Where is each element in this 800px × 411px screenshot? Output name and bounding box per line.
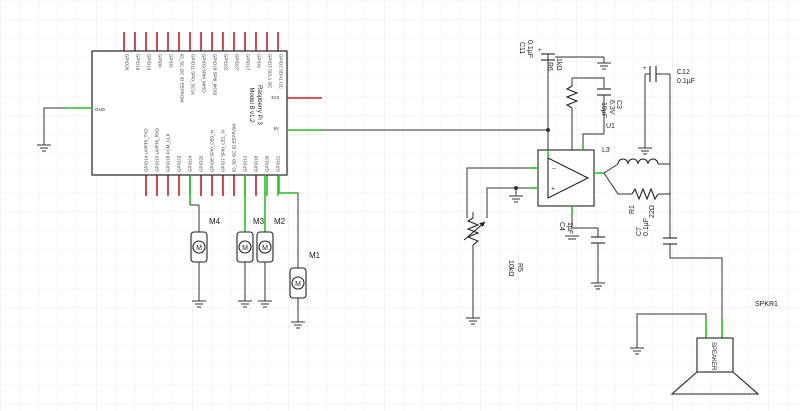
u1-name: U1 [606, 123, 615, 130]
pi-top-pin-label: GPIO6 [158, 54, 163, 68]
pi-model-label: Raspberry Pi 3 [256, 85, 262, 125]
speaker-body-label: SPEAKER [710, 342, 716, 371]
capacitor-c11[interactable]: + C11 0.1µF [518, 40, 611, 100]
c3-name: C3 [615, 100, 622, 109]
pi-top-pin-label: GPIO17 [246, 54, 251, 71]
r5-value: 10kΩ [507, 260, 514, 277]
c7-name: C7 [636, 227, 643, 236]
svg-text:+: + [538, 48, 542, 54]
pi-3v3-pin-label: 3V3 [271, 95, 280, 100]
capacitor-c3[interactable]: C3 6.3V 10µF [582, 88, 622, 150]
motor-m2[interactable]: M M2 [256, 175, 286, 308]
resistor-r1[interactable]: R1 22Ω [603, 172, 670, 218]
motor-m1-glyph: M [295, 281, 301, 288]
svg-text:+: + [551, 186, 555, 193]
c3-extra: 6.3V [608, 100, 615, 115]
motor-m1-label: M1 [309, 251, 321, 260]
c7-value: 0.1µF [643, 218, 650, 236]
r6-value: 1kΩ [555, 58, 562, 71]
motor-m4[interactable]: M M4 [189, 175, 221, 308]
r6-name: R6 [546, 62, 553, 71]
motor-m3[interactable]: M M3 [236, 175, 265, 308]
pi-bottom-pin-labels: GPIO14 UART0_TXD GPIO15 UART0_RXD GPIO18 P… [144, 124, 281, 172]
pi-bottom-pin-label: GPIO24 [188, 155, 193, 172]
pi-bottom-pin-label: GPIO23 [177, 155, 182, 172]
pi-top-pin-label: GPIO22 [224, 54, 229, 71]
motor-m3-label: M3 [253, 217, 265, 226]
pi-bottom-pin-label: GPIO25 [199, 155, 204, 172]
r1-value: 22Ω [649, 205, 656, 218]
motor-m2-label: M2 [274, 217, 286, 226]
potentiometer-r5[interactable]: R5 10kΩ [463, 212, 523, 325]
pi-top-pin-label: GPIO3 SCL1 I2C [268, 54, 273, 89]
pi-top-pin-label: GPIO10 SPI0_MOSI [213, 54, 218, 95]
pi-board-outline [91, 50, 288, 176]
pi-top-pin-label: GPIO19 [136, 54, 141, 71]
pi-bottom-pin-label: GPIO18 PCM_CLK [166, 133, 171, 172]
raspberry-pi[interactable]: GPIO26 GPIO19 GPIO13 GPIO6 GPIO5 ID_SC I2C ID… [91, 32, 322, 196]
pi-top-pin-labels: GPIO26 GPIO19 GPIO13 GPIO6 GPIO5 ID_SC I2C ID… [125, 54, 284, 102]
capacitor-c7[interactable]: C7 0.1µF [636, 73, 723, 318]
r1-name: R1 [629, 205, 636, 214]
amplifier-u1[interactable]: − + U1 [529, 123, 615, 214]
pi-top-pin-label: ID_SC I2C ID EEPROM [180, 54, 185, 102]
c12-name: C12 [677, 69, 690, 76]
capacitor-c12[interactable]: + C12 0.1µF [638, 66, 695, 155]
svg-text:−: − [552, 166, 556, 173]
pi-bottom-pin-label: GPIO12 [243, 155, 248, 172]
svg-text:+: + [643, 66, 647, 72]
pi-top-pin-label: GPIO27 [235, 54, 240, 71]
pi-gnd-pin-label: GND [95, 107, 106, 112]
pi-bottom-pin-label: GPIO16 [254, 155, 259, 172]
amplifier-input-net [466, 167, 529, 218]
pi-bottom-pin-label: GPIO21 [276, 155, 281, 172]
pi-gnd-net [43, 107, 92, 145]
pi-bottom-pin-label: GPIO15 UART0_RXD [155, 127, 160, 172]
pi-top-pin-label: GPIO13 [147, 54, 152, 71]
motor-m4-glyph: M [196, 245, 202, 252]
pi-top-pin-label: GPIO11 SPI0_SCLK [191, 54, 196, 95]
c12-value: 0.1µF [677, 78, 695, 85]
pi-top-pin-label: GPIO9 SPI0_MISO [202, 54, 207, 93]
ground-symbol [37, 144, 51, 152]
pi-bottom-pin-label: GPIO14 UART0_TXD [144, 128, 149, 172]
inductor-l3[interactable]: L3 [602, 147, 670, 174]
motor-m1[interactable]: M M1 [278, 175, 321, 329]
r5-name: R5 [516, 263, 523, 272]
pi-bottom-pin-label: GPIO20 [265, 155, 270, 172]
c4-name: C4 [558, 222, 565, 231]
pi-5v-pin-label: 5V [273, 126, 279, 131]
motor-m3-glyph: M [242, 245, 248, 252]
pi-top-pin-label: GPIO5 [169, 54, 174, 68]
pi-top-pin-label: GPIO4 [257, 54, 262, 68]
l3-name: L3 [602, 147, 610, 154]
c3-value: 10µF [600, 102, 607, 118]
c11-value: 0.1µF [526, 40, 533, 58]
motor-m4-label: M4 [209, 217, 221, 226]
c4-value: 1µF [566, 222, 573, 234]
pi-top-pin-label: GPIO26 [125, 54, 130, 71]
pi-bottom-pin-label: GPIO7 SPI0_CE1_N [221, 130, 226, 172]
supply-5v-net [287, 100, 550, 150]
speaker-name: SPKR1 [755, 301, 778, 308]
capacitor-c4[interactable]: C4 1µF [558, 214, 605, 290]
pi-version-label: Model B v1.2 [248, 87, 254, 123]
motor-m2-glyph: M [262, 245, 268, 252]
pi-top-header-pins [123, 32, 279, 51]
pi-bottom-pin-label: GPIO8 SPI0_CE0_N [210, 130, 215, 172]
c11-name: C11 [518, 42, 525, 54]
resistor-r6[interactable]: R6 1kΩ [546, 58, 605, 150]
speaker-spkr1[interactable]: SPEAKER SPKR1 [630, 301, 778, 395]
pi-bottom-pin-label: ID_SD I2C ID EEPROM [232, 124, 237, 172]
pi-top-pin-label: GPIO2 SDA1 I2C [279, 54, 284, 90]
